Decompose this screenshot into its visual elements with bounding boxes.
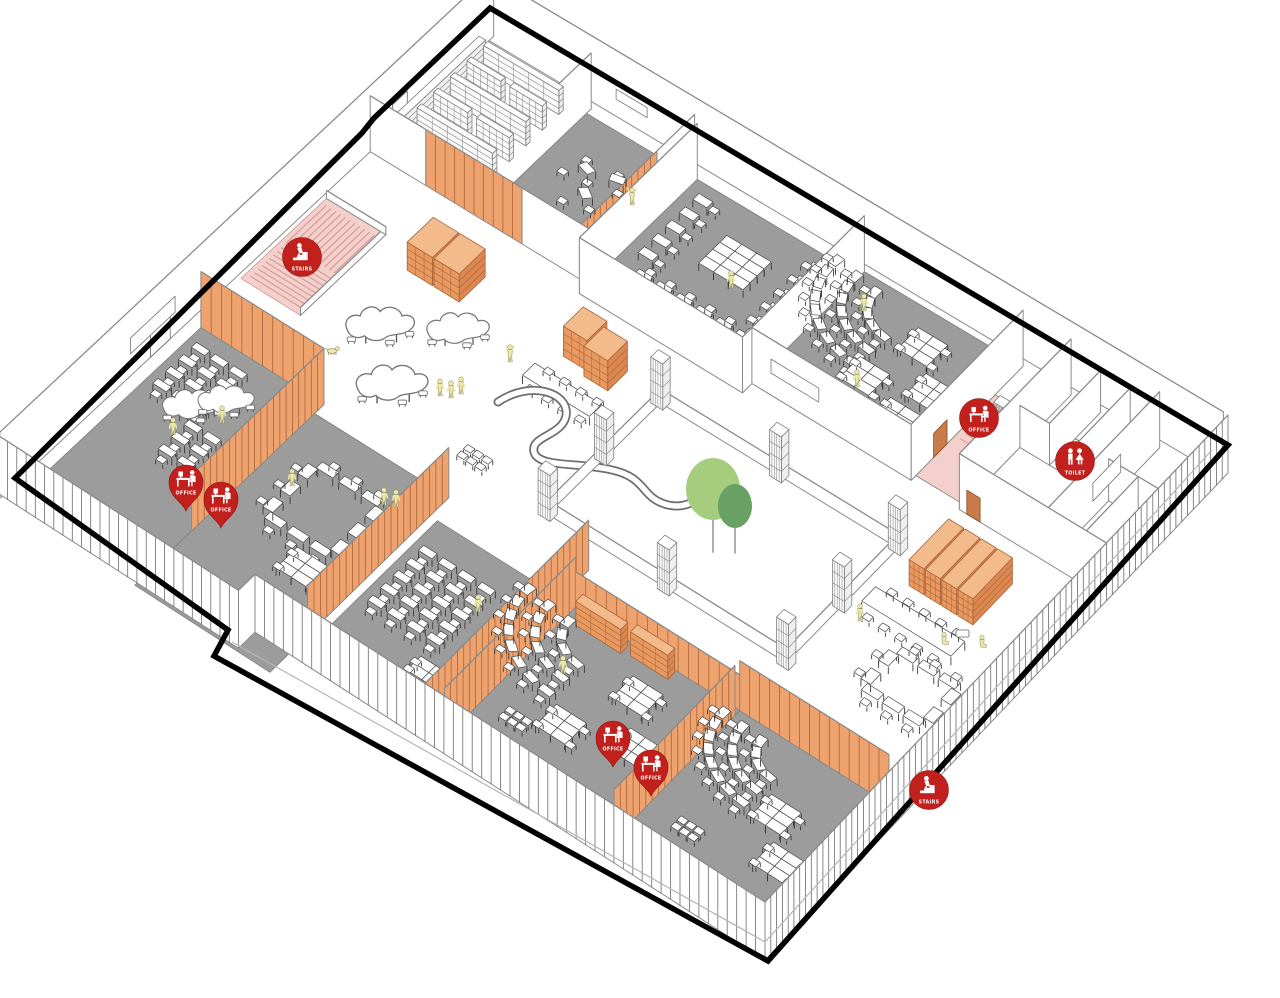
people-layer xyxy=(168,187,987,674)
pin-label: STAIRS xyxy=(292,267,313,273)
person-figure xyxy=(626,187,638,206)
person-figure xyxy=(859,293,869,312)
person-figure xyxy=(941,632,949,645)
person-figure xyxy=(473,594,483,613)
person-figure xyxy=(558,655,568,674)
courtyard-tree xyxy=(718,484,752,554)
person-figure xyxy=(726,270,736,289)
pin-label: TOILET xyxy=(1065,471,1086,477)
person-figure xyxy=(435,378,445,397)
person-figure xyxy=(287,468,297,487)
person-figure xyxy=(446,380,456,399)
person-figure xyxy=(979,635,987,648)
map-pin-office: OFFICE xyxy=(595,720,631,768)
person-figure xyxy=(168,417,178,436)
person-figure xyxy=(217,405,227,424)
pin-label: OFFICE xyxy=(175,491,196,497)
map-pin-office: OFFICE xyxy=(633,749,669,797)
map-pin-office: OFFICE xyxy=(203,481,239,529)
map-pin-stairs: STAIRS xyxy=(909,770,949,810)
person-figure xyxy=(379,487,389,506)
person-figure xyxy=(504,344,516,363)
map-pin-office: OFFICE xyxy=(959,398,999,438)
map-pins-layer: STAIRS OFFICE OFFICE OFFICE TOILET OFFICE OFFI… xyxy=(168,237,1095,810)
dog-figure xyxy=(325,346,340,355)
person-figure xyxy=(855,603,865,622)
courtyard-trees-layer xyxy=(686,458,752,554)
building-outline-layer xyxy=(10,4,1233,965)
map-pin-office: OFFICE xyxy=(168,464,204,512)
pin-label: OFFICE xyxy=(602,747,623,753)
pin-label: OFFICE xyxy=(210,508,231,514)
person-figure xyxy=(852,369,862,388)
pin-label: OFFICE xyxy=(640,776,661,782)
map-pin-stairs: STAIRS xyxy=(282,237,322,277)
pin-label: STAIRS xyxy=(919,800,940,806)
person-figure xyxy=(456,376,466,395)
person-figure xyxy=(391,489,401,508)
pin-label: OFFICE xyxy=(968,428,989,434)
map-pin-toilet: TOILET xyxy=(1055,441,1095,481)
